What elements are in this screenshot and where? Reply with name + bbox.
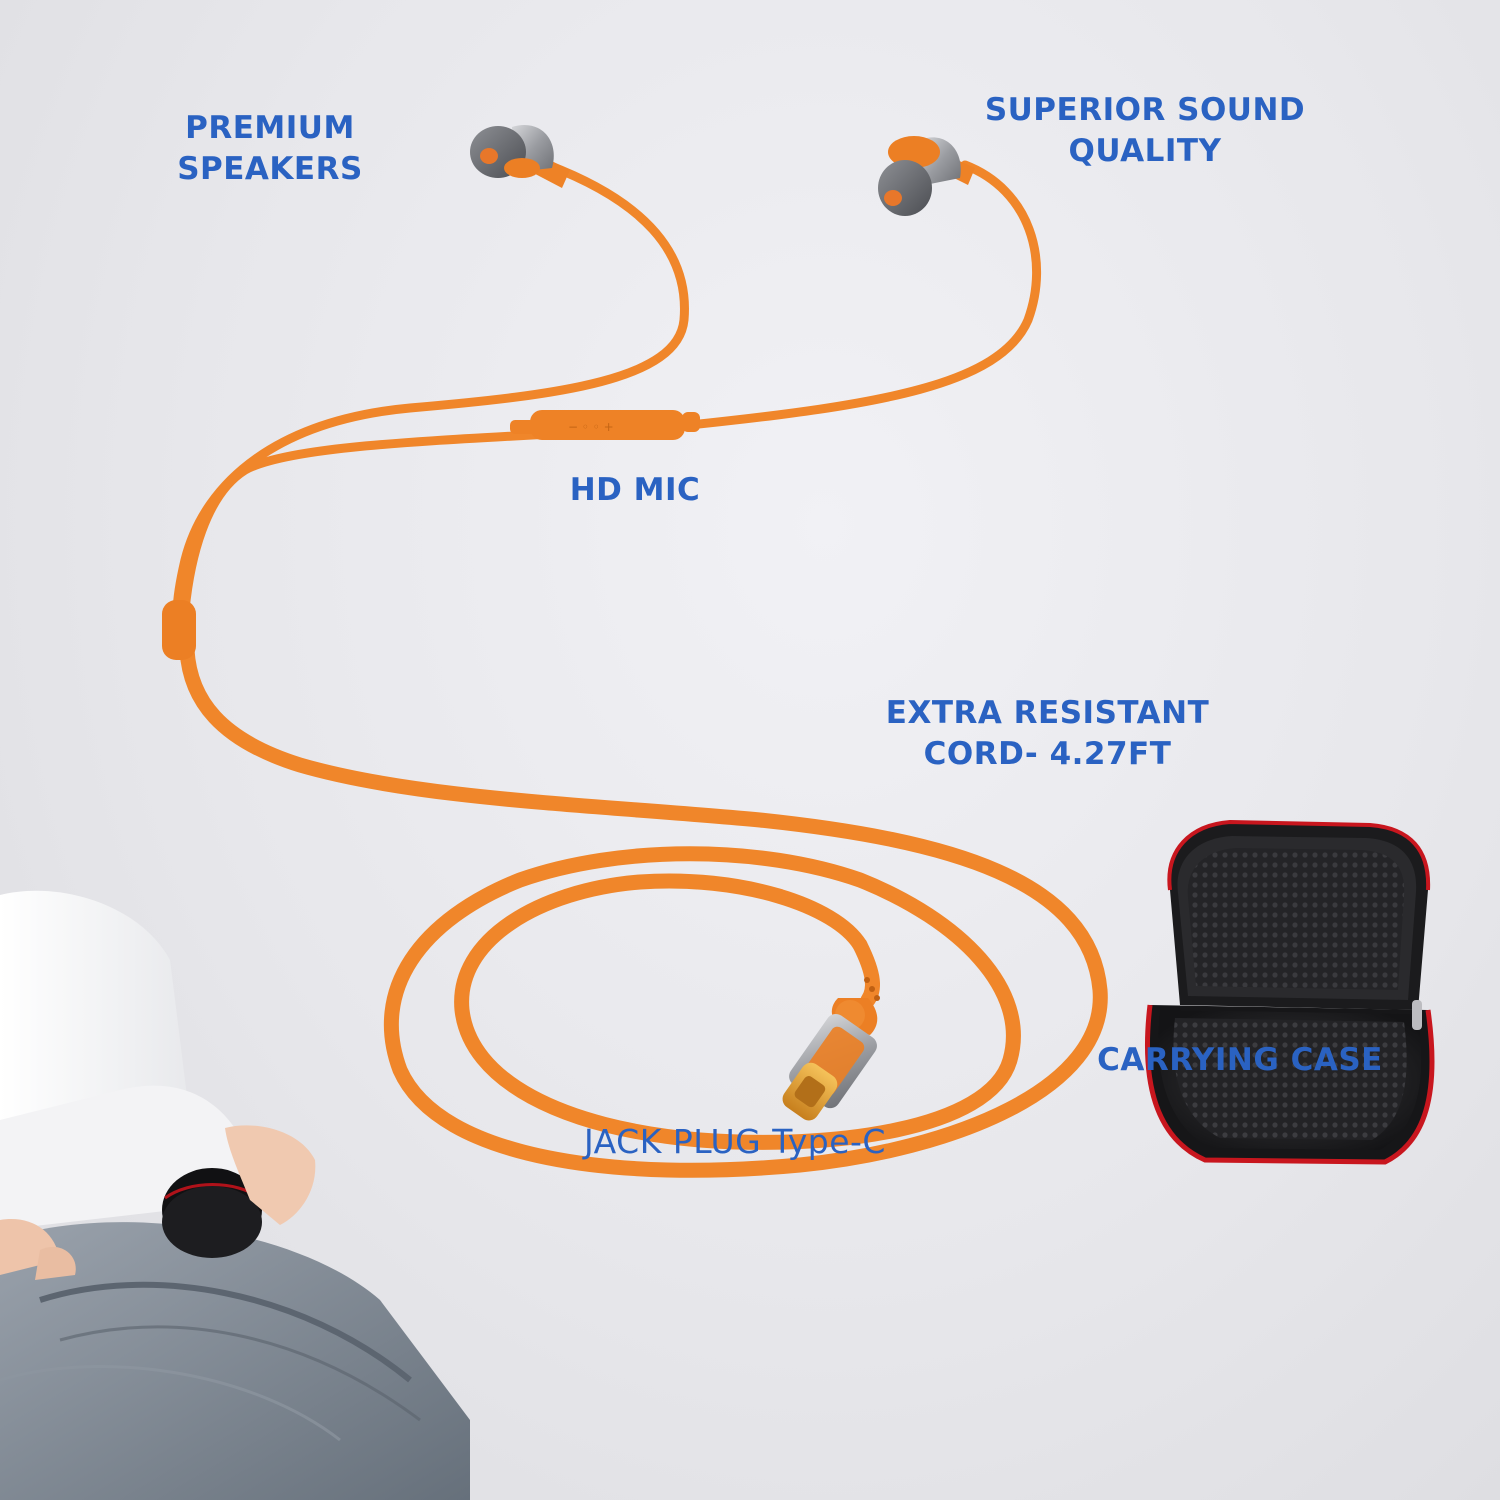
cord-label: EXTRA RESISTANT CORD- 4.27FT bbox=[860, 693, 1235, 775]
left-earbud bbox=[470, 124, 570, 188]
jack-plug-label: JACK PLUG Type-C bbox=[584, 1122, 886, 1161]
premium-speakers-label: PREMIUM SPEAKERS bbox=[170, 108, 370, 190]
svg-text:− ◦ ◦ +: − ◦ ◦ + bbox=[568, 420, 614, 434]
cord-line2: CORD- 4.27FT bbox=[923, 736, 1172, 772]
premium-speakers-line1: PREMIUM bbox=[185, 110, 355, 146]
superior-sound-label: SUPERIOR SOUND QUALITY bbox=[960, 90, 1330, 172]
superior-sound-line2: QUALITY bbox=[1068, 133, 1222, 169]
hd-mic-label: HD MIC bbox=[569, 472, 701, 508]
inline-mic-remote: − ◦ ◦ + bbox=[510, 410, 700, 440]
right-earbud bbox=[878, 136, 975, 216]
carrying-case bbox=[1145, 819, 1435, 1165]
usb-c-plug bbox=[782, 977, 880, 1121]
cable-splitter bbox=[162, 600, 196, 660]
premium-speakers-line2: SPEAKERS bbox=[177, 151, 363, 187]
superior-sound-line1: SUPERIOR SOUND bbox=[984, 92, 1306, 128]
lifestyle-scene bbox=[0, 890, 470, 1500]
earphone-cable bbox=[172, 160, 1108, 1178]
carrying-case-label: CARRYING CASE bbox=[1097, 1042, 1383, 1078]
cord-line1: EXTRA RESISTANT bbox=[885, 695, 1210, 731]
